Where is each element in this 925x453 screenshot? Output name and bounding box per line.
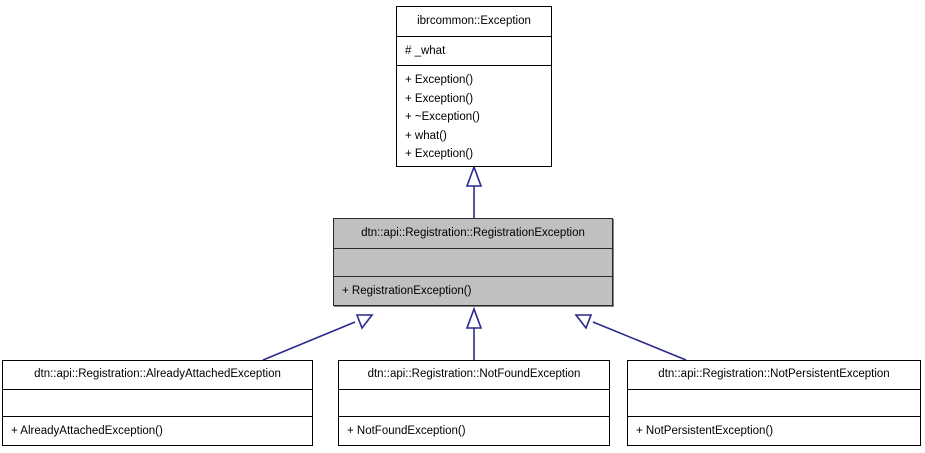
operation-item: + AlreadyAttachedException() [11,425,163,437]
edge-notpersistent-to-registration [574,314,687,361]
class-operations-not-found-exception: + NotFoundException() [339,417,609,445]
operation-item: + Exception() [405,74,474,86]
class-box-not-found-exception[interactable]: dtn::api::Registration::NotFoundExceptio… [338,360,610,446]
operation-item: + Exception() [405,148,474,160]
operation-item: + RegistrationException() [342,285,472,297]
class-attributes-not-persistent-exception [628,390,920,417]
class-operations-not-persistent-exception: + NotPersistentException() [628,417,920,445]
class-name-not-persistent-exception: dtn::api::Registration::NotPersistentExc… [628,361,920,390]
operation-item: + ~Exception() [405,111,480,123]
class-box-already-attached-exception[interactable]: dtn::api::Registration::AlreadyAttachedE… [2,360,313,446]
operation-item: + NotPersistentException() [636,425,774,437]
class-name-registration-exception: dtn::api::Registration::RegistrationExce… [334,219,612,249]
edge-notfound-to-registration [465,306,483,360]
class-attributes-not-found-exception [339,390,609,417]
class-name-already-attached-exception: dtn::api::Registration::AlreadyAttachedE… [3,361,312,390]
class-operations-already-attached-exception: + AlreadyAttachedException() [3,417,312,445]
attribute-what: # _what [405,44,446,57]
class-attributes-registration-exception [334,249,612,277]
class-name-not-found-exception: dtn::api::Registration::NotFoundExceptio… [339,361,609,390]
class-box-registration-exception[interactable]: dtn::api::Registration::RegistrationExce… [333,218,613,306]
class-box-ibrcommon-exception[interactable]: ibrcommon::Exception # _what + Exception… [396,6,552,167]
operation-item: + NotFoundException() [347,425,466,437]
operation-item: + Exception() [405,92,474,105]
class-box-not-persistent-exception[interactable]: dtn::api::Registration::NotPersistentExc… [627,360,921,446]
class-operations-ibrcommon-exception: + Exception() + Exception() + ~Exception… [397,66,551,166]
class-name-ibrcommon-exception: ibrcommon::Exception [397,7,551,37]
class-operations-registration-exception: + RegistrationException() [334,277,612,305]
operation-item: + what() [405,129,447,142]
class-attributes-already-attached-exception [3,390,312,417]
edge-registration-to-exception [465,164,483,218]
edge-alreadyattached-to-registration [262,314,374,361]
class-attributes-ibrcommon-exception: # _what [397,37,551,66]
